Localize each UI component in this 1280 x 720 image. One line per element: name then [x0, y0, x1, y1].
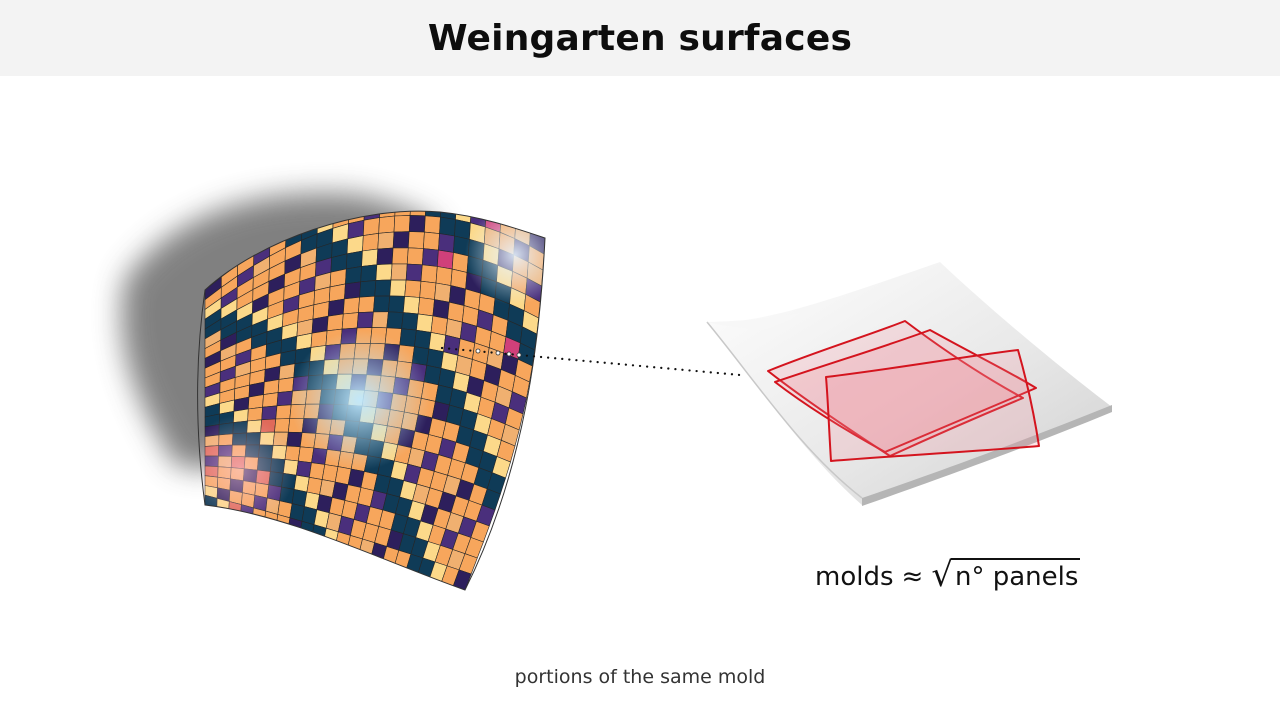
formula-lhs: molds [815, 562, 894, 592]
title-bar [0, 0, 1280, 76]
panel-correspondence-connector [440, 346, 742, 377]
mold [706, 262, 1112, 506]
formula-square-root: √ n° panels [931, 555, 1081, 595]
formula-approx-sign: ≈ [901, 562, 924, 592]
square-root-icon: √ [931, 555, 953, 595]
molds-panels-formula: molds ≈ √ n° panels [815, 548, 1081, 595]
mold-panel-portions [767, 320, 1040, 462]
formula-radicand: n° panels [950, 558, 1081, 592]
slide-title: Weingarten surfaces [427, 18, 853, 59]
slide-caption: portions of the same mold [514, 666, 766, 688]
